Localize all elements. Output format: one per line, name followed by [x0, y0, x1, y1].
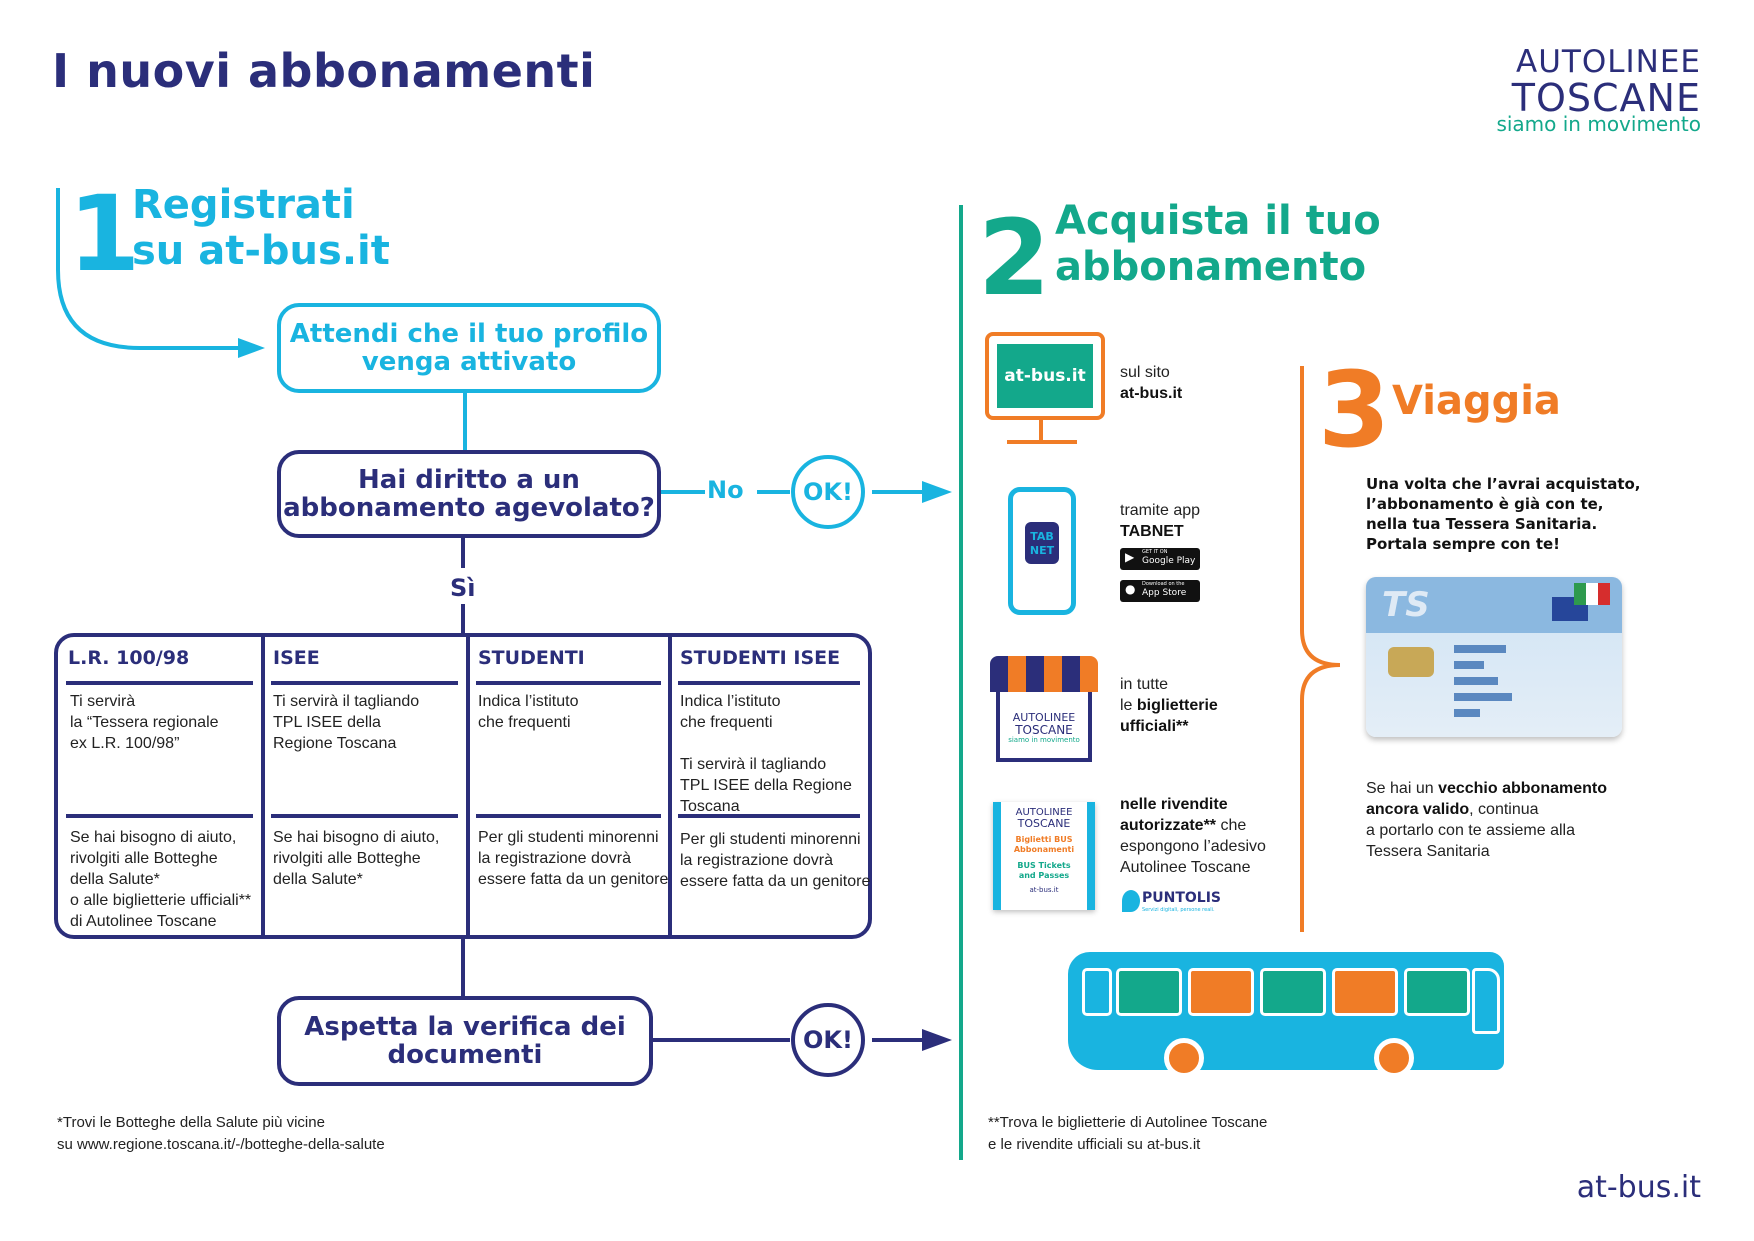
yes-label: Sì	[450, 574, 476, 602]
column-help: Per gli studenti minorenni la registrazi…	[680, 831, 871, 890]
shop-channel-label: in tutte le biglietterie ufficiali**	[1120, 676, 1218, 735]
column-header: STUDENTI ISEE	[680, 647, 841, 669]
verify-documents-box: Aspetta la verifica dei documenti	[277, 996, 653, 1086]
footnote-botteghe: *Trovi le Botteghe della Salute più vici…	[57, 1114, 385, 1153]
column-requirement: Ti servirà la “Tessera regionale ex L.R.…	[70, 693, 219, 752]
step2-title-line1: Acquista il tuo	[1055, 198, 1381, 244]
step3-number: 3	[1318, 349, 1391, 471]
subscription-types-table: L.R. 100/98 Ti servirà la “Tessera regio…	[54, 633, 872, 939]
table-column: ISEE Ti servirà il tagliando TPL ISEE de…	[263, 637, 466, 935]
monitor-icon: at-bus.it	[985, 332, 1105, 450]
page-title: I nuovi abbonamenti	[52, 44, 596, 98]
discount-question-box: Hai diritto a un abbonamento agevolato?	[277, 450, 661, 538]
chip-icon	[1388, 647, 1434, 677]
logo-line-2: TOSCANE	[1511, 76, 1701, 120]
column-help: Se hai bisogno di aiuto, rivolgiti alle …	[273, 829, 440, 888]
column-requirement: Ti servirà il tagliando TPL ISEE della R…	[273, 693, 420, 752]
step1-title-line1: Registrati	[132, 182, 355, 228]
step2-number: 2	[978, 197, 1051, 319]
play-icon: ▶	[1125, 550, 1135, 564]
old-subscription-note: Se hai un vecchio abbonamento ancora val…	[1366, 780, 1607, 860]
column-header: ISEE	[273, 647, 320, 669]
authorized-sticker-icon: AUTOLINEE TOSCANE Biglietti BUS Abboname…	[993, 802, 1095, 910]
table-divider	[668, 637, 672, 935]
app-store-badge[interactable]: ● Download on the App Store	[1120, 580, 1200, 602]
step1-number: 1	[68, 173, 141, 295]
shop-icon: AUTOLINEE TOSCANE siamo in movimento	[990, 656, 1098, 762]
column-header: STUDENTI	[478, 647, 585, 669]
logo-tagline: siamo in movimento	[1496, 112, 1701, 136]
health-card-icon: TS	[1366, 577, 1622, 737]
table-column: STUDENTI Indica l’istituto che frequenti…	[468, 637, 669, 935]
step3-title: Viaggia	[1392, 378, 1561, 424]
italy-flag-icon	[1574, 583, 1610, 605]
site-link[interactable]: at-bus.it	[1576, 1170, 1701, 1205]
column-header: L.R. 100/98	[68, 647, 190, 669]
footnote-biglietterie: **Trova le biglietterie di Autolinee Tos…	[988, 1114, 1268, 1153]
resale-channel-label: nelle rivendite autorizzate** che espong…	[1120, 796, 1266, 876]
step3-info: Una volta che l’avrai acquistato, l’abbo…	[1366, 475, 1641, 553]
column-requirement: Indica l’istituto che frequenti	[478, 693, 579, 731]
step2-title-line2: abbonamento	[1055, 244, 1367, 290]
pin-icon	[1122, 890, 1140, 912]
column-help: Se hai bisogno di aiuto, rivolgiti alle …	[70, 829, 252, 930]
apple-icon: ●	[1125, 582, 1136, 596]
table-column: L.R. 100/98 Ti servirà la “Tessera regio…	[58, 637, 261, 935]
wait-activation-box: Attendi che il tuo profilo venga attivat…	[277, 303, 661, 393]
step1-title-line2: su at-bus.it	[132, 228, 390, 274]
puntolis-logo: PUNTOLIS Servizi digitali, persone reali…	[1122, 890, 1226, 916]
column-requirement: Indica l’istituto che frequenti Ti servi…	[680, 693, 852, 815]
column-help: Per gli studenti minorenni la registrazi…	[478, 829, 669, 888]
table-column: STUDENTI ISEE Indica l’istituto che freq…	[670, 637, 871, 935]
bus-icon	[1068, 952, 1504, 1078]
table-divider	[261, 637, 265, 935]
table-divider	[466, 637, 470, 935]
ok-badge-verify: OK!	[791, 1003, 865, 1077]
ok-badge-no: OK!	[791, 455, 865, 529]
logo-line-1: AUTOLINEE	[1515, 44, 1701, 80]
no-label: No	[707, 476, 744, 504]
google-play-badge[interactable]: ▶ GET IT ON Google Play	[1120, 548, 1200, 570]
